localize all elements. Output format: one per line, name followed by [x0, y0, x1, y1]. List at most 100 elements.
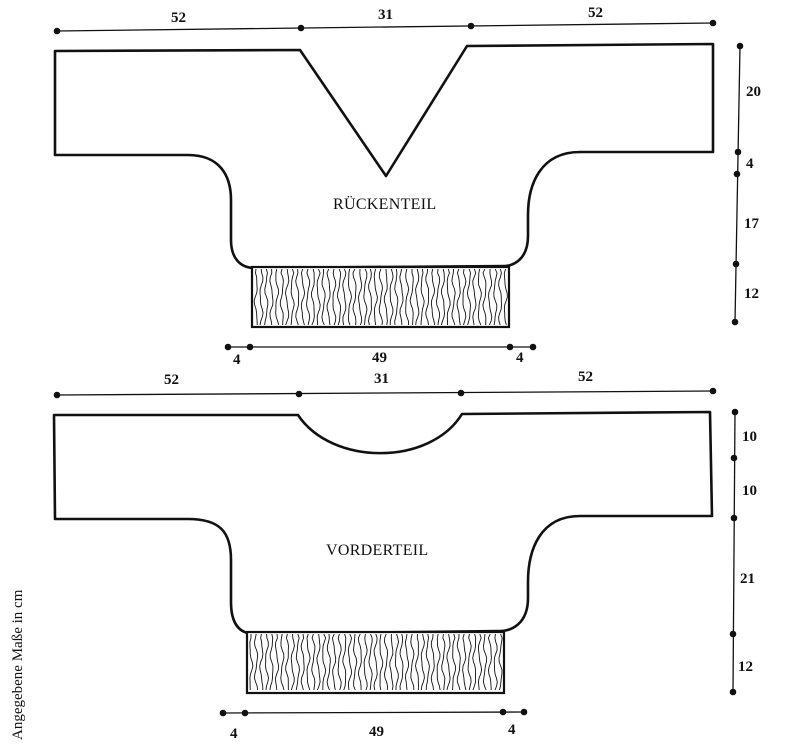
back-body-outline — [53, 42, 715, 270]
rib-stitch-line — [431, 268, 436, 326]
front-top-dimension: 52 31 52 — [53, 369, 717, 399]
rib-stitch-line — [462, 268, 467, 326]
rib-stitch-line — [285, 268, 290, 326]
rib-stitch-line — [310, 268, 315, 326]
back-bottom-dim-right: 4 — [516, 350, 524, 366]
rib-stitch-line — [409, 269, 414, 326]
front-right-dim-4: 12 — [738, 659, 753, 675]
rib-stitch-line — [347, 268, 352, 326]
rib-stitch-line — [253, 268, 258, 326]
rib-stitch-line — [482, 633, 488, 691]
rib-stitch-line — [462, 633, 467, 691]
rib-stitch-line — [337, 268, 342, 326]
rib-stitch-line — [259, 633, 264, 691]
rib-stitch-line — [436, 268, 441, 326]
rib-stitch-line — [290, 268, 295, 326]
rib-stitch-line — [274, 633, 280, 691]
rib-stitch-line — [410, 633, 415, 691]
rib-stitch-line — [311, 633, 316, 691]
rib-stitch-line — [399, 633, 404, 691]
rib-stitch-line — [295, 633, 300, 691]
rib-stitch-line — [249, 634, 254, 691]
front-bottom-dim-center: 49 — [369, 724, 384, 740]
front-bottom-dimension: 4 49 4 — [219, 708, 528, 742]
rib-stitch-line — [279, 268, 284, 326]
front-right-dim-1: 10 — [742, 429, 757, 445]
rib-stitch-line — [498, 633, 503, 691]
rib-stitch-line — [420, 633, 425, 691]
rib-stitch-line — [269, 268, 274, 326]
rib-stitch-line — [482, 268, 487, 326]
rib-stitch-line — [389, 633, 394, 691]
rib-stitch-line — [452, 633, 456, 691]
rib-stitch-line — [477, 633, 483, 691]
rib-stitch-line — [487, 633, 492, 691]
back-top-dim-left: 52 — [171, 10, 186, 26]
rib-stitch-line — [425, 268, 430, 326]
rib-stitch-line — [441, 633, 446, 691]
rib-stitch-line — [373, 268, 378, 326]
rib-stitch-line — [383, 268, 388, 326]
rib-stitch-line — [430, 633, 435, 691]
rib-stitch-line — [425, 633, 430, 691]
rib-stitch-line — [420, 268, 425, 326]
rib-stitch-line — [383, 633, 389, 691]
rib-stitch-line — [466, 268, 471, 326]
rib-stitch-line — [342, 268, 347, 326]
front-top-dim-left: 52 — [164, 372, 179, 388]
front-right-dim-3: 21 — [740, 571, 755, 587]
front-right-dim-2: 10 — [742, 483, 757, 499]
rib-stitch-line — [451, 268, 456, 326]
front-top-dim-center: 31 — [374, 371, 389, 387]
rib-stitch-line — [415, 268, 420, 326]
rib-stitch-line — [269, 633, 274, 691]
rib-stitch-line — [472, 633, 477, 691]
rib-stitch-line — [306, 268, 311, 326]
rib-stitch-line — [446, 268, 451, 325]
rib-stitch-line — [399, 268, 404, 326]
rib-stitch-line — [342, 633, 347, 691]
front-title: VORDERTEIL — [326, 542, 428, 559]
rib-stitch-line — [290, 633, 295, 691]
rib-stitch-line — [503, 268, 508, 326]
rib-stitch-line — [332, 268, 337, 326]
rib-stitch-line — [415, 633, 419, 691]
rib-stitch-line — [265, 633, 269, 691]
rib-stitch-line — [456, 268, 461, 326]
rib-stitch-line — [322, 633, 327, 691]
back-right-dim-2: 4 — [746, 156, 754, 172]
rib-stitch-line — [358, 268, 363, 326]
back-ribbing — [250, 265, 511, 329]
rib-stitch-line — [316, 268, 321, 326]
rib-stitch-line — [379, 633, 384, 691]
rib-stitch-line — [306, 633, 311, 691]
rib-stitch-line — [467, 633, 472, 691]
rib-stitch-line — [259, 268, 264, 326]
rib-stitch-line — [472, 268, 477, 326]
rib-stitch-line — [446, 633, 451, 691]
rib-stitch-line — [300, 633, 305, 691]
rib-stitch-line — [493, 268, 498, 326]
rib-stitch-line — [280, 633, 285, 691]
rib-stitch-line — [326, 268, 331, 326]
rib-stitch-line — [332, 633, 337, 691]
back-right-dim-1: 20 — [746, 84, 761, 100]
rib-stitch-line — [347, 633, 352, 691]
rib-stitch-line — [436, 633, 441, 691]
rib-stitch-line — [285, 633, 289, 691]
front-bottom-dim-right: 4 — [508, 722, 516, 738]
rib-stitch-line — [316, 633, 321, 691]
rib-stitch-line — [493, 633, 498, 691]
back-title: RÜCKENTEIL — [333, 195, 436, 213]
rib-stitch-line — [394, 268, 399, 326]
back-right-dimension: 20 4 17 12 — [731, 42, 761, 326]
rib-stitch-line — [357, 633, 362, 691]
rib-stitch-line — [295, 268, 300, 326]
front-body-outline — [52, 410, 714, 636]
back-top-dim-center: 31 — [378, 7, 393, 23]
rib-stitch-line — [363, 633, 368, 691]
rib-stitch-line — [368, 633, 373, 691]
rib-stitch-line — [394, 633, 399, 691]
rib-stitch-line — [264, 268, 269, 326]
